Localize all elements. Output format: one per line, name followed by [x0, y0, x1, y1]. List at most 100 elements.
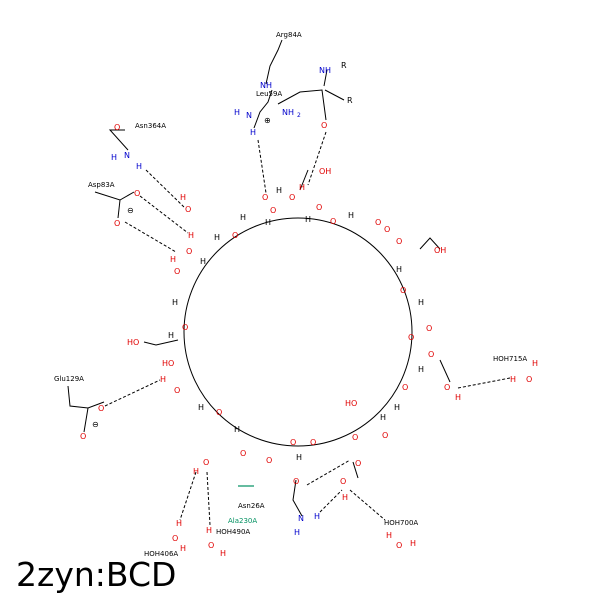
svg-text:NH: NH	[260, 81, 272, 90]
svg-text:H: H	[265, 218, 271, 227]
svg-text:H: H	[168, 331, 174, 340]
svg-text:R: R	[341, 61, 347, 70]
svg-text:O: O	[352, 433, 358, 442]
svg-text:H: H	[220, 549, 226, 558]
cyclodextrin-ring	[183, 217, 413, 447]
svg-text:O: O	[316, 203, 322, 212]
svg-text:O: O	[174, 267, 180, 276]
svg-text:H: H	[299, 183, 305, 192]
residue-glu129: Glu129A O O ⊖	[54, 375, 104, 441]
svg-text:O: O	[172, 534, 178, 543]
svg-text:H: H	[240, 213, 246, 222]
svg-text:HO: HO	[162, 359, 174, 368]
svg-text:O: O	[98, 404, 104, 413]
svg-text:Glu129A: Glu129A	[54, 375, 84, 383]
svg-text:HOH715A: HOH715A	[493, 355, 527, 363]
svg-text:O: O	[208, 541, 214, 550]
svg-text:NH: NH	[319, 66, 331, 75]
residue-asn364: Asn364A O H N H	[111, 122, 166, 171]
svg-text:O: O	[186, 247, 192, 256]
svg-text:H: H	[176, 519, 182, 528]
svg-text:O: O	[402, 383, 408, 392]
svg-text:O: O	[321, 121, 327, 130]
svg-text:O: O	[114, 123, 120, 132]
svg-text:Asn364A: Asn364A	[135, 122, 166, 130]
svg-text:OH: OH	[319, 167, 331, 176]
svg-text:H: H	[348, 211, 354, 220]
residue-asn26: Asn26A O N H H	[238, 477, 320, 537]
svg-text:H: H	[198, 403, 204, 412]
svg-text:N: N	[246, 111, 252, 120]
svg-text:H: H	[206, 526, 212, 535]
svg-text:H: H	[418, 365, 424, 374]
svg-text:H: H	[510, 375, 516, 384]
svg-text:Leu59A: Leu59A	[256, 90, 282, 98]
svg-text:N: N	[298, 514, 304, 523]
svg-text:O: O	[203, 458, 209, 467]
svg-text:H: H	[214, 233, 220, 242]
svg-text:H: H	[380, 413, 386, 422]
svg-text:H: H	[386, 531, 392, 540]
svg-text:⊖: ⊖	[92, 420, 99, 429]
svg-text:O: O	[289, 193, 295, 202]
svg-text:H: H	[180, 193, 186, 202]
svg-text:HOH490A: HOH490A	[216, 528, 250, 536]
svg-text:O: O	[266, 456, 272, 465]
svg-text:O: O	[400, 286, 406, 295]
svg-text:O: O	[384, 225, 390, 234]
svg-text:O: O	[340, 477, 346, 486]
water-hoh490: H HOH490A O H	[206, 526, 250, 558]
hydroxyl-labels: OH OH HO HO O H H H HO H O H O H O O H H	[127, 167, 461, 502]
svg-text:O: O	[330, 217, 336, 226]
svg-text:H: H	[294, 528, 300, 537]
svg-text:OH: OH	[434, 246, 446, 255]
svg-text:O: O	[232, 231, 238, 240]
svg-text:H: H	[276, 186, 282, 195]
svg-text:H: H	[188, 231, 194, 240]
svg-text:R: R	[347, 96, 353, 105]
svg-text:H: H	[180, 544, 186, 553]
svg-text:O: O	[310, 438, 316, 447]
svg-text:H: H	[172, 298, 178, 307]
svg-text:H: H	[250, 128, 256, 137]
svg-text:Asp83A: Asp83A	[88, 181, 115, 189]
svg-text:O: O	[382, 431, 388, 440]
svg-text:N: N	[124, 151, 130, 160]
svg-text:Arg84A: Arg84A	[276, 31, 302, 39]
residue-leu59: Leu59A NH R R O	[256, 61, 353, 130]
svg-text:O: O	[240, 449, 246, 458]
svg-text:⊖: ⊖	[127, 206, 134, 215]
svg-text:H: H	[234, 425, 240, 434]
svg-text:H: H	[305, 215, 311, 224]
residue-asp83: Asp83A O O ⊖	[88, 181, 140, 228]
svg-text:⊕: ⊕	[264, 116, 271, 125]
svg-text:O: O	[182, 323, 188, 332]
svg-text:H: H	[532, 359, 538, 368]
svg-text:HOH406A: HOH406A	[144, 550, 178, 558]
svg-text:O: O	[262, 193, 268, 202]
svg-text:O: O	[185, 205, 191, 214]
svg-text:H: H	[111, 153, 117, 162]
svg-text:O: O	[526, 375, 532, 384]
svg-text:H: H	[342, 493, 348, 502]
svg-text:H: H	[314, 512, 320, 521]
svg-text:O: O	[293, 477, 299, 486]
svg-text:O: O	[426, 324, 432, 333]
svg-text:O: O	[174, 386, 180, 395]
svg-text:Asn26A: Asn26A	[238, 502, 265, 510]
svg-text:H: H	[160, 375, 166, 384]
residue-ala230: Ala230A	[228, 485, 257, 525]
svg-text:H: H	[200, 257, 206, 266]
page-title: 2zyn:BCD	[16, 555, 176, 594]
svg-text:HO: HO	[345, 399, 357, 408]
svg-text:H: H	[396, 265, 402, 274]
svg-text:H: H	[455, 393, 461, 402]
svg-text:O: O	[375, 218, 381, 227]
residue-arg84: Arg84A NH H N H NH 2 ⊕	[234, 31, 302, 137]
svg-text:H: H	[296, 453, 302, 462]
svg-text:2: 2	[297, 112, 301, 119]
water-hoh700: HOH700A H O H	[384, 519, 418, 550]
svg-text:O: O	[408, 333, 414, 342]
svg-text:O: O	[80, 432, 86, 441]
